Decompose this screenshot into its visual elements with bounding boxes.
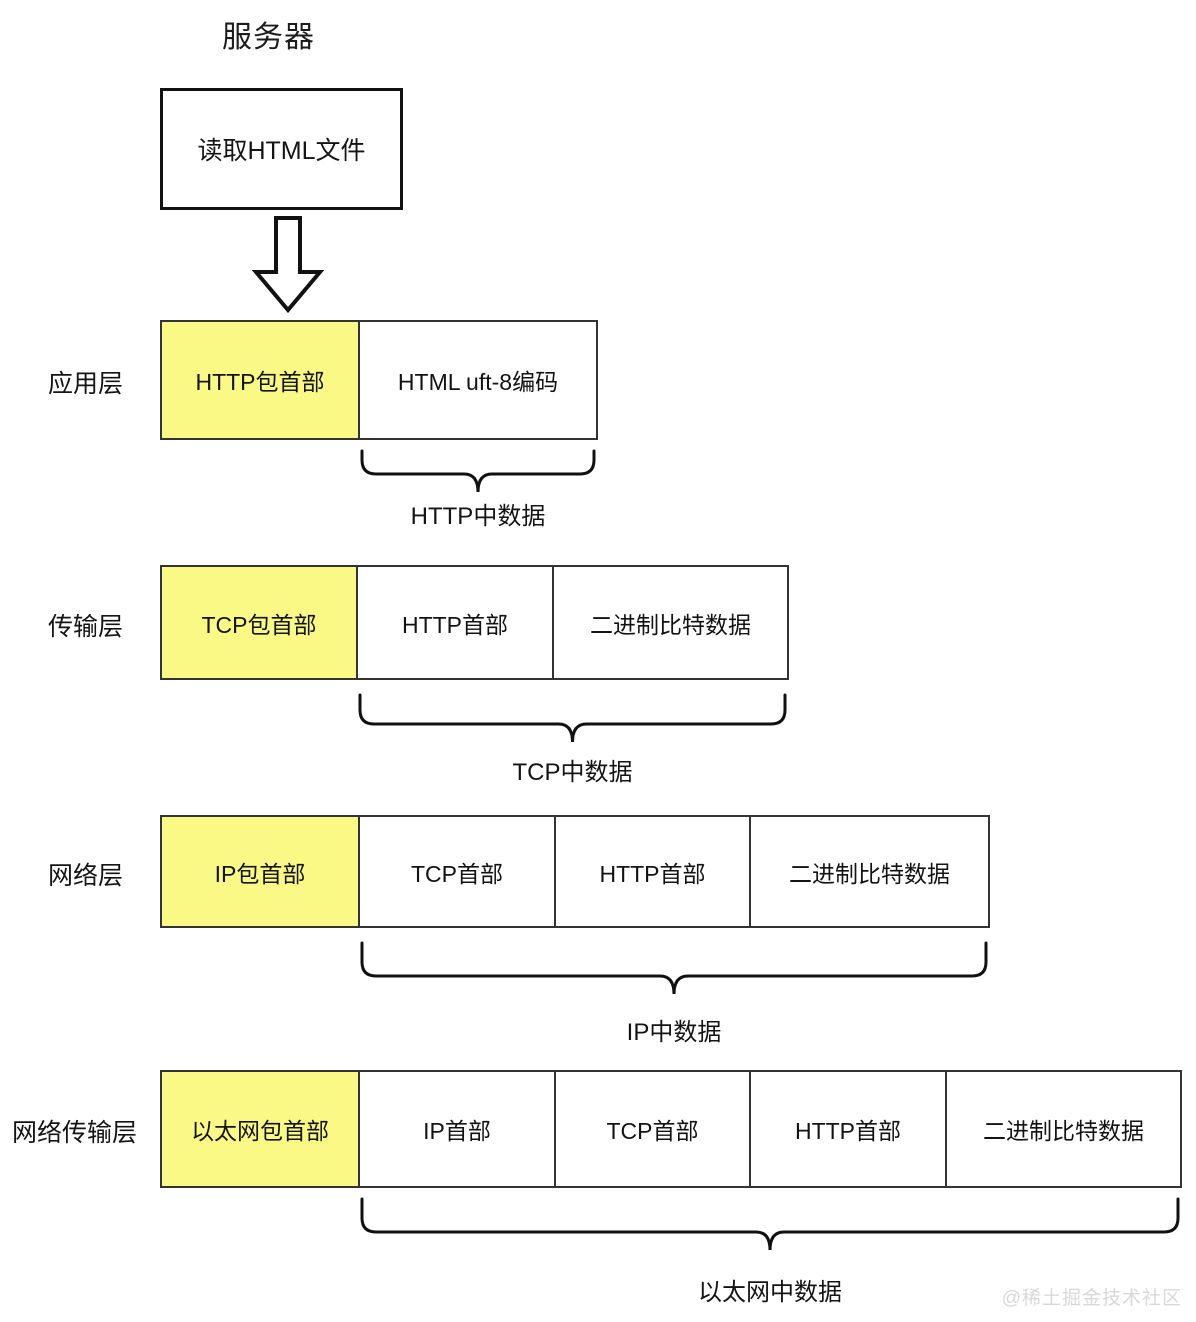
packet-segment-label: 二进制比特数据 (789, 860, 950, 887)
packet-segment: TCP首部 (358, 815, 556, 928)
packet-row-4: 以太网包首部 IP首部 TCP首部 HTTP首部 二进制比特数据 (160, 1070, 1182, 1188)
packet-segment-label: HTML uft-8编码 (397, 369, 559, 395)
brace-label-3: IP中数据 (626, 1019, 722, 1046)
packet-segment-label: TCP首部 (411, 860, 503, 887)
packet-segment: 二进制比特数据 (945, 1070, 1182, 1188)
brace-label-2: TCP中数据 (512, 759, 633, 786)
packet-segment: HTML uft-8编码 (358, 320, 598, 440)
packet-segment: HTTP包首部 (160, 320, 360, 440)
packet-segment: 二进制比特数据 (749, 815, 990, 928)
packet-segment-label: 以太网包首部 (191, 1118, 329, 1144)
source-box: 读取HTML文件 (160, 88, 403, 210)
layer-name-4: 网络传输层 (12, 1119, 138, 1147)
packet-segment-label: IP包首部 (214, 860, 306, 887)
packet-segment-label: IP首部 (423, 1118, 491, 1144)
packet-segment-label: TCP首部 (606, 1118, 699, 1144)
packet-segment-label: 二进制比特数据 (983, 1118, 1144, 1144)
curly-brace-icon (360, 940, 988, 996)
packet-segment: HTTP首部 (554, 815, 751, 928)
layer-name-1: 应用层 (48, 370, 124, 398)
diagram-title: 服务器 (222, 21, 315, 54)
layer-name-3: 网络层 (48, 861, 124, 890)
layer-name-2: 传输层 (48, 612, 124, 641)
packet-segment: TCP首部 (554, 1070, 751, 1188)
packet-row-3: IP包首部 TCP首部 HTTP首部 二进制比特数据 (160, 815, 990, 928)
packet-segment-label: TCP包首部 (201, 611, 317, 638)
curly-brace-icon (358, 692, 787, 744)
packet-segment-label: 二进制比特数据 (590, 611, 751, 638)
watermark: @稀土掘金技术社区 (1001, 1288, 1182, 1309)
packet-segment: HTTP首部 (356, 565, 554, 680)
packet-segment: 二进制比特数据 (552, 565, 789, 680)
packet-segment: 以太网包首部 (160, 1070, 360, 1188)
packet-row-1: HTTP包首部 HTML uft-8编码 (160, 320, 598, 440)
curly-brace-icon (360, 448, 596, 494)
down-arrow-icon (238, 214, 338, 314)
curly-brace-icon (360, 1196, 1180, 1252)
packet-segment: IP包首部 (160, 815, 360, 928)
source-box-label: 读取HTML文件 (197, 137, 366, 165)
brace-label-4: 以太网中数据 (698, 1279, 842, 1306)
packet-segment: IP首部 (358, 1070, 556, 1188)
packet-segment-label: HTTP首部 (401, 611, 509, 638)
packet-segment-label: HTTP包首部 (195, 369, 325, 395)
brace-label-1: HTTP中数据 (410, 503, 546, 530)
packet-row-2: TCP包首部 HTTP首部 二进制比特数据 (160, 565, 789, 680)
packet-segment-label: HTTP首部 (794, 1118, 902, 1144)
packet-segment: TCP包首部 (160, 565, 358, 680)
packet-segment: HTTP首部 (749, 1070, 947, 1188)
packet-segment-label: HTTP首部 (599, 860, 706, 887)
